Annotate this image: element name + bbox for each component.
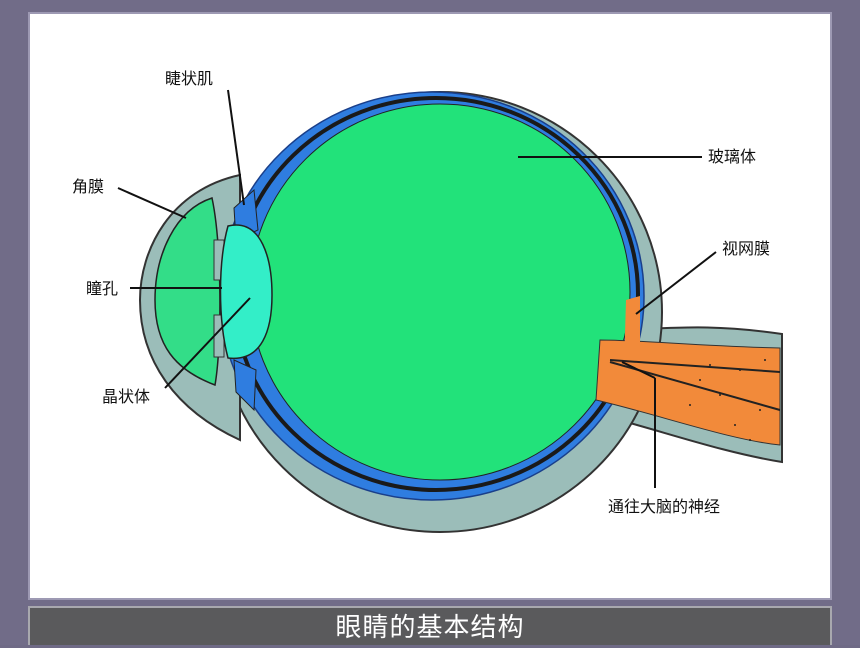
label-optic-nerve: 通往大脑的神经: [608, 497, 720, 516]
optic-nerve: [595, 339, 781, 446]
leader-cornea: [117, 187, 187, 219]
leader-retina: [635, 251, 717, 315]
vitreous-body: [249, 103, 631, 481]
caption-bar: 眼睛的基本结构: [28, 606, 832, 645]
cornea: [154, 197, 221, 387]
nerve-fiber: [609, 359, 781, 373]
label-vitreous: 玻璃体: [708, 147, 756, 166]
label-lens: 晶状体: [102, 387, 150, 406]
retina-patch: [624, 296, 640, 368]
label-retina: 视网膜: [722, 239, 770, 258]
label-cornea: 角膜: [72, 177, 104, 196]
ciliary-body-lower: [233, 359, 257, 412]
label-pupil: 瞳孔: [86, 279, 118, 298]
caption-title: 眼睛的基本结构: [335, 613, 525, 643]
leader-ciliary: [227, 89, 245, 206]
label-ciliary-muscle: 睫状肌: [165, 69, 213, 88]
leader-lens: [164, 297, 251, 389]
leader-nerve: [621, 361, 656, 379]
